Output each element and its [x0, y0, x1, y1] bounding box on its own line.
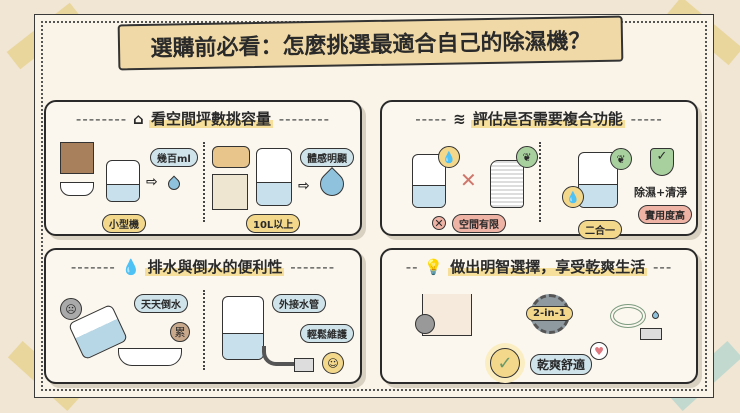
two-in-one-badge: 2-in-1: [526, 306, 573, 321]
daily-emptying-bubble: 天天倒水: [134, 294, 188, 313]
large-drop-icon: [315, 167, 349, 201]
hose-icon: [262, 346, 302, 366]
panel-title: 評估是否需要複合功能: [470, 110, 625, 128]
bathtub-icon: [60, 182, 94, 196]
floor-drain-icon: [640, 328, 662, 340]
page-title: 選購前必看：怎麼挑選最適合自己的除濕機？: [150, 29, 591, 62]
water-drop-icon: 💧: [121, 258, 141, 276]
divider: [539, 142, 541, 222]
divider: [203, 142, 205, 222]
panel-conclusion: -- 💡 做出明智選擇，享受乾爽生活 --- 2-in-1 ✓ 乾爽舒適 ♥: [380, 248, 698, 384]
panel-drainage: ------- 💧 排水與倒水的便利性 ------- ☹ 天天倒水 累 外接水…: [44, 248, 362, 384]
arrow-icon: ⇨: [146, 174, 158, 190]
small-model-label: 小型機: [102, 214, 146, 233]
leaf-badge-icon: ❦: [516, 146, 538, 168]
house-measure-icon: [415, 294, 472, 336]
small-dehumidifier-icon: [106, 160, 140, 202]
panel-space-capacity: -------- ⌂ 看空間坪數挑容量 -------- ⇨ 幾百ml 小型機 …: [44, 100, 362, 236]
no-icon: ✕: [432, 216, 446, 230]
happy-face-icon: ☺: [322, 352, 344, 374]
lightbulb-icon: 💡: [424, 258, 443, 276]
shield-check-icon: ✓: [650, 148, 674, 176]
large-dehumidifier-icon: [256, 148, 292, 206]
drip-icon: [650, 310, 661, 321]
sofa-icon: [212, 146, 250, 168]
external-hose-bubble: 外接水管: [272, 294, 326, 313]
combo-dehumidifier-icon: [578, 152, 618, 208]
sad-face-icon: ☹: [60, 298, 82, 320]
large-capacity-label: 10L以上: [246, 214, 301, 233]
wind-icon: ≋: [453, 110, 466, 128]
room-icon: [212, 174, 248, 210]
panel-title: 做出明智選擇，享受乾爽生活: [448, 258, 648, 276]
water-badge-icon: 💧: [438, 146, 460, 168]
noticeable-effect-bubble: 體感明顯: [300, 148, 354, 167]
comfort-bubble: 乾爽舒適: [530, 354, 593, 375]
floor-drain-icon: [294, 358, 314, 372]
two-in-one-label: 二合一: [578, 220, 622, 239]
arrow-icon: ⇨: [298, 178, 310, 194]
small-capacity-bubble: 幾百ml: [150, 148, 198, 167]
dehumidifier-icon: [222, 296, 264, 360]
panel-multifunction: ----- ≋ 評估是否需要複合功能 ----- 💧 ✕ ❦ ✕ 空間有限 ❦ …: [380, 100, 698, 239]
divider: [203, 290, 205, 370]
air-purifier-icon: [490, 160, 524, 208]
panel-title: 看空間坪數挑容量: [148, 110, 273, 128]
limited-space-label: 空間有限: [452, 214, 506, 233]
benefit-text: 除濕+清淨: [634, 186, 688, 199]
heart-icon: ♥: [590, 342, 608, 360]
house-icon: ⌂: [133, 110, 144, 128]
cross-icon: ✕: [460, 168, 477, 192]
small-drop-icon: [165, 175, 183, 193]
garden-hose-icon: [610, 304, 646, 328]
water-badge-icon: 💧: [562, 186, 584, 208]
leaf-badge-icon: ❦: [610, 148, 632, 170]
sink-icon: [118, 348, 182, 366]
panel-title: 排水與倒水的便利性: [145, 258, 285, 276]
practical-label: 實用度高: [638, 205, 692, 224]
easy-maintenance-bubble: 輕鬆維護: [300, 324, 354, 343]
title-banner: 選購前必看：怎麼挑選最適合自己的除濕機？: [117, 15, 624, 71]
wardrobe-icon: [60, 142, 94, 174]
tired-bubble: 累: [170, 322, 190, 342]
check-sun-icon: ✓: [490, 348, 520, 378]
